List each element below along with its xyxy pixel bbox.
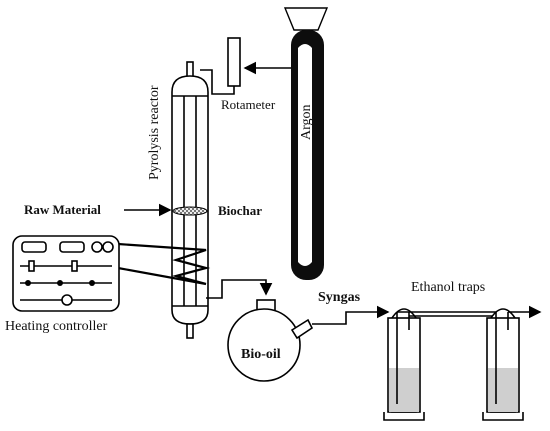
syngas-flow-arrow xyxy=(312,305,390,325)
controller-panel xyxy=(12,235,120,312)
rotameter: Rotameter xyxy=(200,37,276,112)
pyrolysis-reactor: Pyrolysis reactor xyxy=(147,61,209,339)
controller-slider-knob-3 xyxy=(61,294,73,306)
argon-label: Argon xyxy=(299,104,314,140)
reactor-body xyxy=(171,75,209,325)
heating-controller: Heating controller xyxy=(5,235,120,334)
trap-1-liquid xyxy=(389,368,419,412)
controller-slider-knob-1 xyxy=(28,260,35,272)
controller-display-1 xyxy=(21,241,47,253)
controller-dot-2 xyxy=(57,280,63,286)
ethanol-trap-2 xyxy=(482,308,524,421)
controller-knob-2 xyxy=(102,241,114,253)
trap-2-liquid xyxy=(488,368,518,412)
heating-controller-label: Heating controller xyxy=(5,319,108,334)
argon-cylinder: Argon xyxy=(283,7,329,280)
rotameter-label: Rotameter xyxy=(221,97,276,112)
raw-material-label: Raw Material xyxy=(24,202,101,217)
reactor-label: Pyrolysis reactor xyxy=(147,85,162,180)
biochar-label: Biochar xyxy=(218,203,262,218)
cylinder-valve-icon xyxy=(283,7,329,31)
heating-coil xyxy=(117,242,211,286)
controller-display-2 xyxy=(59,241,85,253)
bio-oil-label: Bio-oil xyxy=(241,347,281,362)
controller-dot-3 xyxy=(89,280,95,286)
controller-slider-knob-2 xyxy=(71,260,78,272)
ethanol-traps: Ethanol traps xyxy=(383,280,542,421)
controller-dot-1 xyxy=(25,280,31,286)
flask-body xyxy=(227,308,301,382)
reactor-bottom-nozzle xyxy=(186,323,194,339)
flask-side-arm xyxy=(290,318,314,340)
vapor-flow-arrow xyxy=(206,279,273,299)
ethanol-trap-1 xyxy=(383,308,425,421)
rotameter-tube xyxy=(227,37,241,87)
biochar-bed xyxy=(172,206,208,216)
trap-1-stand xyxy=(383,412,425,421)
ethanol-traps-label: Ethanol traps xyxy=(411,280,485,295)
cylinder-highlight xyxy=(298,44,312,266)
trap-2-stand xyxy=(482,412,524,421)
bio-oil-flask: Bio-oil xyxy=(227,299,314,382)
syngas-label: Syngas xyxy=(318,290,361,305)
controller-knob-1 xyxy=(91,241,103,253)
heating-coil-wire xyxy=(117,242,211,286)
rotameter-outlet-line xyxy=(200,69,235,95)
